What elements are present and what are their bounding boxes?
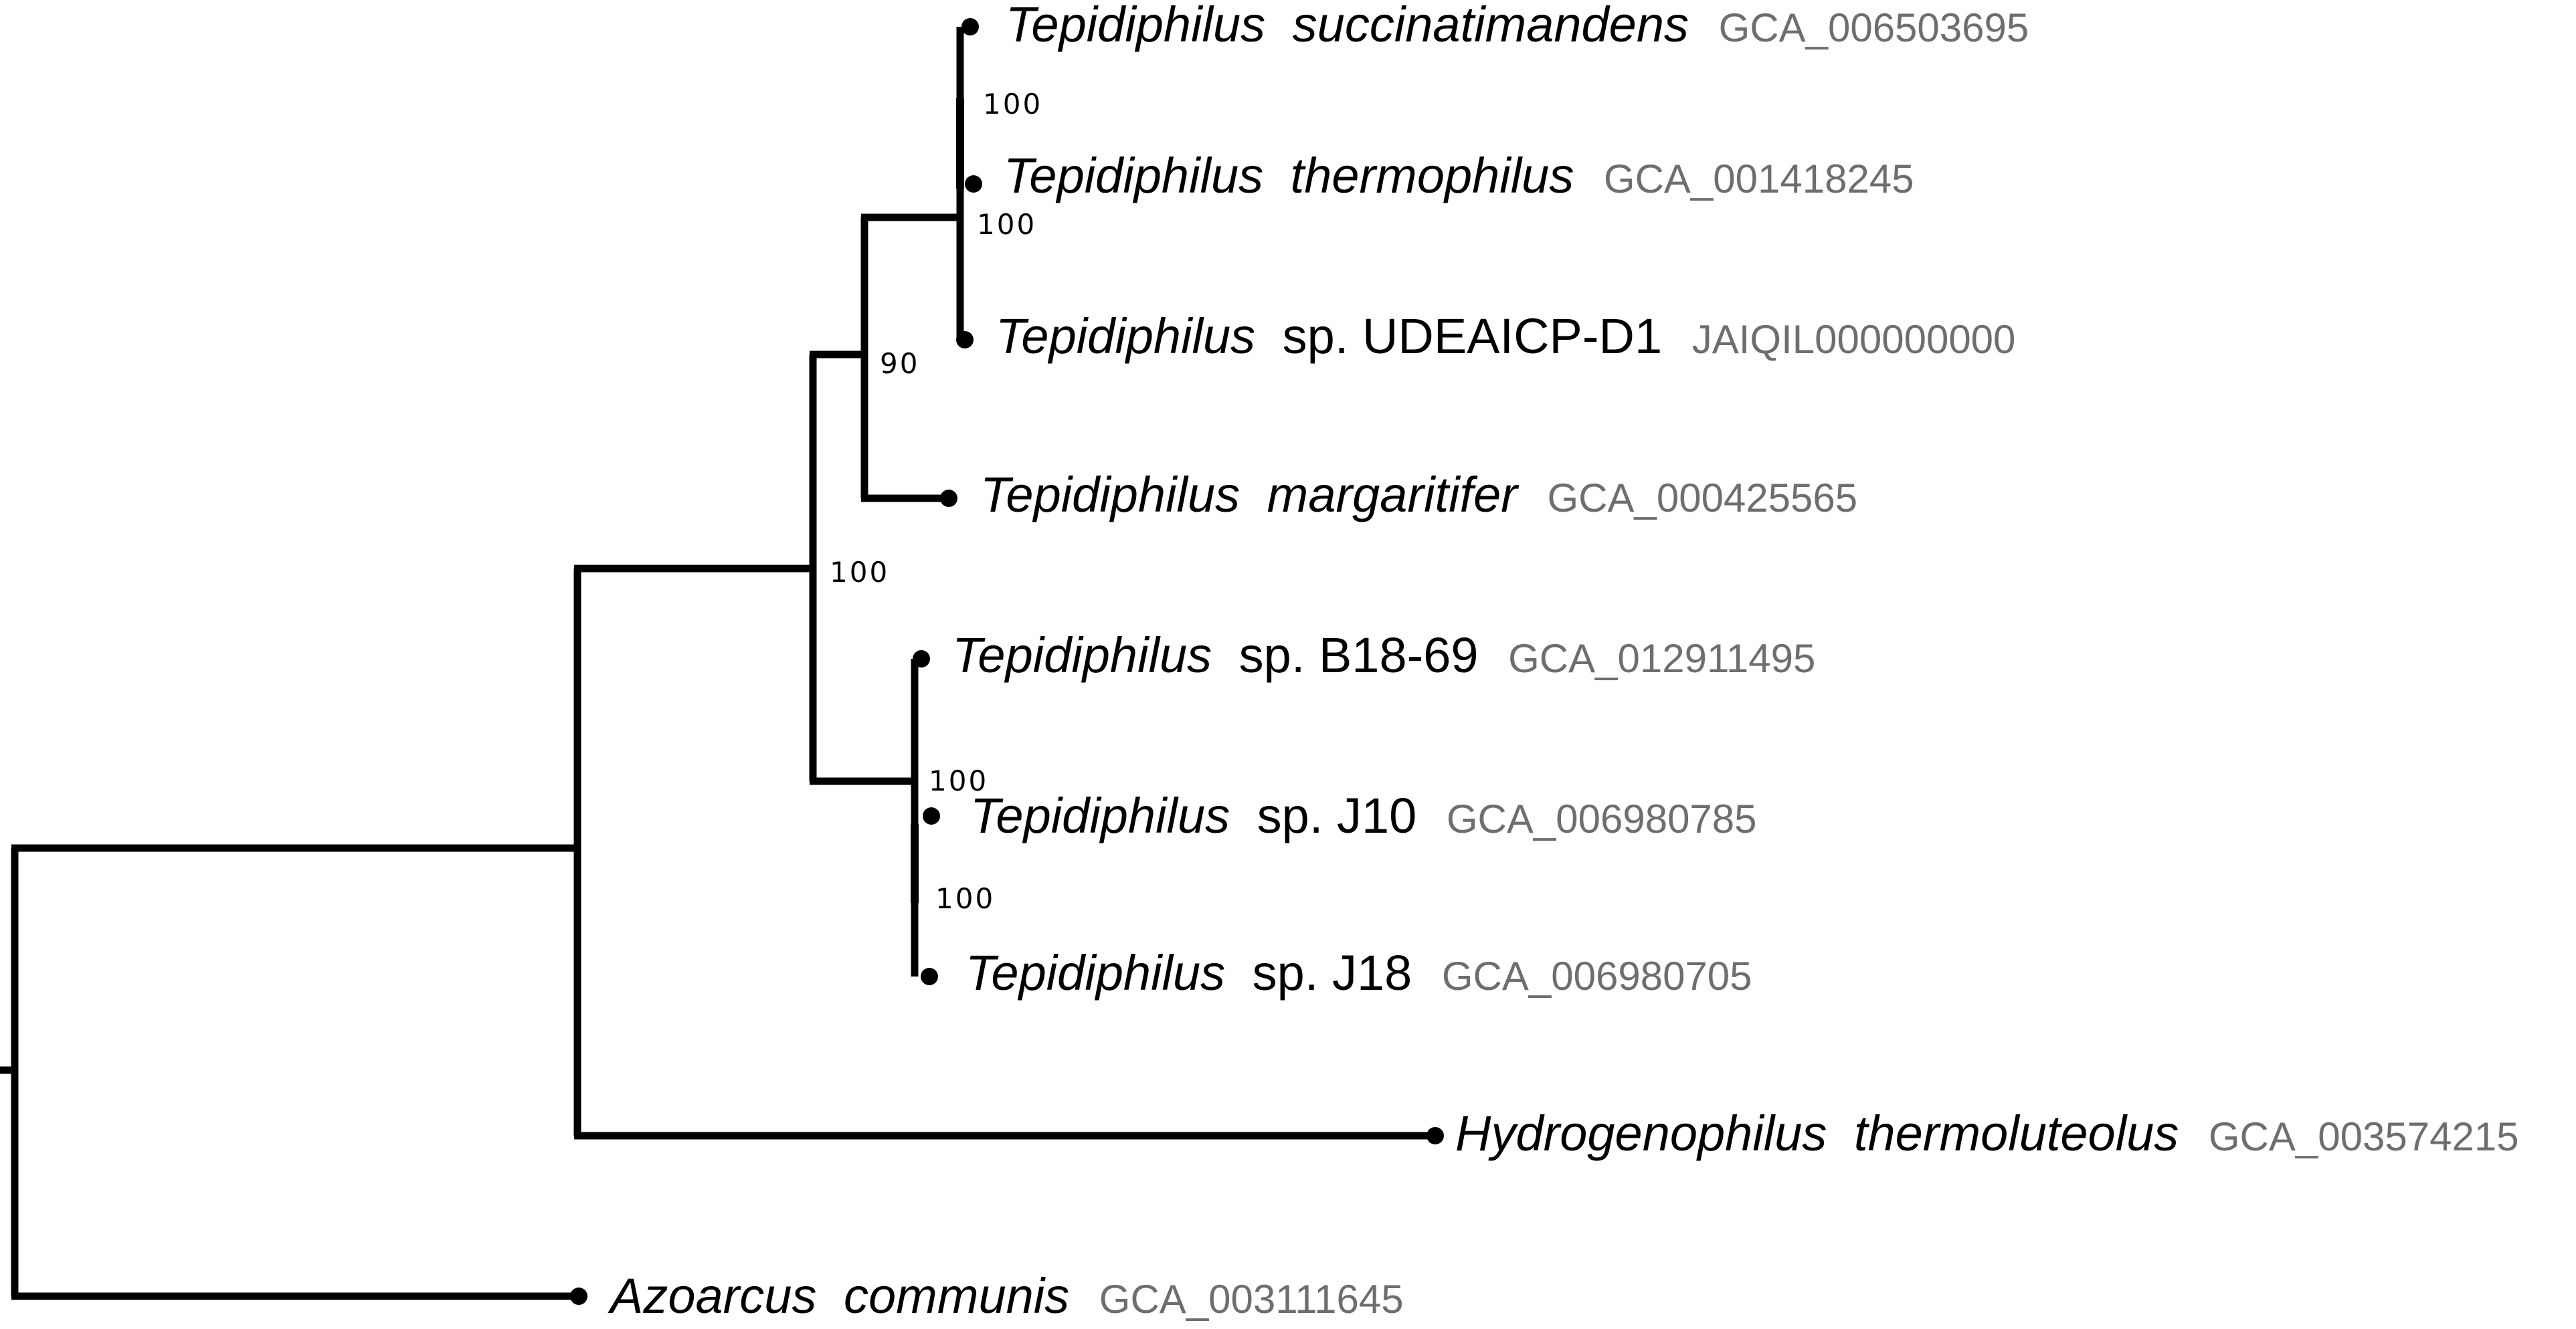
leaf-label-hydro: Hydrogenophilus thermoluteolus GCA_00357… xyxy=(1455,1106,2519,1161)
leaf-epithet: thermophilus xyxy=(1291,148,1574,203)
tip-dot-azo xyxy=(570,1288,587,1305)
leaf-epithet: succinatimandens xyxy=(1293,0,1689,52)
node-bar-succ-therm xyxy=(956,98,964,189)
leaf-genus: Tepidiphilus xyxy=(970,788,1230,843)
leaf-accession: GCA_006980705 xyxy=(1442,954,1752,999)
leaf-genus: Azoarcus xyxy=(608,1268,816,1324)
leaf-accession: GCA_001418245 xyxy=(1604,157,1914,201)
tip-markers xyxy=(570,18,1444,1305)
node-bar-j10-j18 xyxy=(911,824,919,903)
leaf-epithet: margaritifer xyxy=(1267,467,1520,522)
leaf-strain: sp. UDEAICP-D1 xyxy=(1283,308,1662,364)
leaf-genus: Hydrogenophilus xyxy=(1455,1106,1827,1161)
leaf-epithet: communis xyxy=(844,1268,1069,1324)
leaf-genus: Tepidiphilus xyxy=(996,308,1255,364)
leaf-label-succ: Tepidiphilus succinatimandens GCA_006503… xyxy=(1006,0,2029,52)
support-clade-a: 90 xyxy=(880,347,919,380)
leaf-accession: GCA_012911495 xyxy=(1508,636,1815,681)
leaf-accession: GCA_006503695 xyxy=(1719,5,2029,50)
leaf-accession: GCA_006980785 xyxy=(1447,797,1757,841)
leaf-label-therm: Tepidiphilus thermophilus GCA_001418245 xyxy=(1004,148,1914,203)
tip-dot-b18 xyxy=(913,650,930,668)
support-tepidiphilus: 100 xyxy=(830,556,889,589)
tip-dot-udea xyxy=(956,331,974,348)
leaf-epithet: thermoluteolus xyxy=(1854,1106,2179,1161)
tip-dot-j18 xyxy=(921,968,938,985)
support-succ-therm: 100 xyxy=(983,88,1042,120)
leaf-accession: GCA_003111645 xyxy=(1099,1277,1404,1322)
leaf-label-azo: Azoarcus communis GCA_003111645 xyxy=(608,1268,1404,1324)
leaf-genus: Tepidiphilus xyxy=(980,467,1240,522)
leaf-genus: Tepidiphilus xyxy=(1004,148,1263,203)
leaf-label-j10: Tepidiphilus sp. J10 GCA_006980785 xyxy=(970,788,1757,843)
tip-dot-j10 xyxy=(923,807,940,825)
support-clade-b: 100 xyxy=(929,764,988,797)
leaf-strain: sp. B18-69 xyxy=(1239,627,1479,683)
tip-dot-therm xyxy=(965,175,982,193)
support-values: 100 100 90 100 100 100 xyxy=(830,88,1042,915)
leaf-genus: Tepidiphilus xyxy=(965,945,1225,1001)
leaf-accession: GCA_003574215 xyxy=(2209,1114,2519,1159)
leaf-genus: Tepidiphilus xyxy=(1006,0,1265,52)
tip-dot-hydro xyxy=(1427,1127,1444,1144)
leaf-label-udea: Tepidiphilus sp. UDEAICP-D1 JAIQIL000000… xyxy=(996,308,2015,364)
leaf-accession: JAIQIL000000000 xyxy=(1692,317,2016,362)
support-j10-j18: 100 xyxy=(935,882,995,915)
tip-dot-marg xyxy=(940,490,957,507)
tip-dot-succ xyxy=(961,18,979,35)
leaf-strain: sp. J10 xyxy=(1257,788,1417,843)
leaf-label-b18: Tepidiphilus sp. B18-69 GCA_012911495 xyxy=(952,627,1815,683)
leaf-accession: GCA_000425565 xyxy=(1547,476,1857,520)
leaf-strain: sp. J18 xyxy=(1253,945,1412,1001)
leaf-labels: Tepidiphilus succinatimandens GCA_006503… xyxy=(608,0,2519,1324)
support-therm-udea: 100 xyxy=(977,208,1036,241)
leaf-label-j18: Tepidiphilus sp. J18 GCA_006980705 xyxy=(965,945,1752,1001)
leaf-genus: Tepidiphilus xyxy=(952,627,1212,683)
tree-branches xyxy=(0,27,1435,1300)
leaf-label-marg: Tepidiphilus margaritifer GCA_000425565 xyxy=(980,467,1857,522)
